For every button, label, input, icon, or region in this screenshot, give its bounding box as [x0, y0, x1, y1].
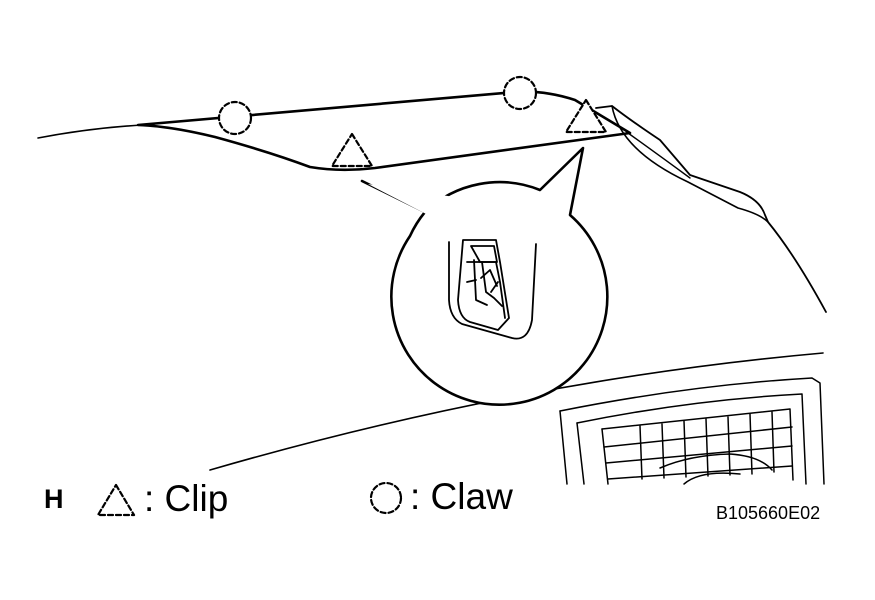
- pillar-trim-edge: [627, 132, 691, 179]
- clip-legend-label: : Clip: [144, 478, 229, 519]
- panel-outline: [136, 90, 632, 172]
- clip-marker-right: [564, 98, 608, 134]
- claw-marker-right: [502, 75, 538, 111]
- pillar-trim-inner: [611, 105, 769, 223]
- magnifier-bubble-fill: [368, 156, 578, 216]
- clip-detail-icon: [448, 239, 537, 340]
- claw-marker-left: [217, 100, 253, 136]
- figure-id: B105660E02: [716, 503, 821, 523]
- dotted-triangle-icon: [96, 483, 136, 517]
- clip-marker-center: [330, 132, 374, 168]
- claw-legend-label: : Claw: [410, 476, 513, 517]
- pillar-trim: [595, 105, 827, 313]
- air-vent: [559, 377, 825, 485]
- legend-marker: H: [44, 484, 64, 514]
- dashboard-top-edge: [37, 124, 143, 139]
- dotted-circle-icon: [369, 481, 403, 515]
